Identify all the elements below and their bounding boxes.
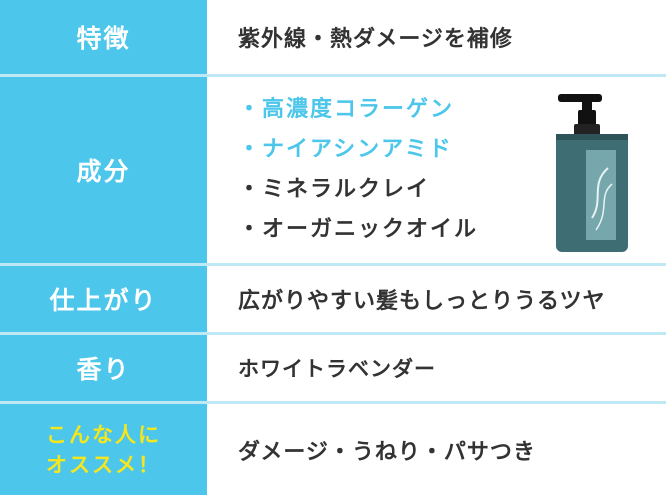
row-value-finish: 広がりやすい髪もしっとりうるツヤ xyxy=(210,266,666,332)
table-row: 特徴 紫外線・熱ダメージを補修 xyxy=(0,0,666,74)
table-row: こんな人に オススメ！ ダメージ・うねり・パサつき xyxy=(0,404,666,495)
row-header-scent: 香り xyxy=(0,335,210,401)
row-header-recommended-for: こんな人に オススメ！ xyxy=(0,404,210,495)
pump-bottle-icon xyxy=(556,94,628,252)
row-divider xyxy=(0,74,666,77)
row-divider xyxy=(0,401,666,404)
row-header-features: 特徴 xyxy=(0,0,210,74)
row-value-recommended-for: ダメージ・うねり・パサつき xyxy=(210,404,666,495)
row-header-finish: 仕上がり xyxy=(0,266,210,332)
table-row: 香り ホワイトラベンダー xyxy=(0,335,666,401)
row-value-features: 紫外線・熱ダメージを補修 xyxy=(210,0,666,74)
row-value-scent: ホワイトラベンダー xyxy=(210,335,666,401)
ingredient-item: ・オーガニックオイル xyxy=(238,217,479,242)
row-divider xyxy=(0,263,666,266)
recommend-line: オススメ！ xyxy=(46,452,161,477)
table-row: 仕上がり 広がりやすい髪もしっとりうるツヤ xyxy=(0,266,666,332)
ingredient-list: ・高濃度コラーゲン ・ナイアシンアミド ・ミネラルクレイ ・オーガニックオイル xyxy=(238,90,478,250)
row-header-ingredients: 成分 xyxy=(0,77,210,263)
row-divider xyxy=(0,332,666,335)
ingredient-item: ・ナイアシンアミド xyxy=(238,137,453,162)
ingredient-item: ・ミネラルクレイ xyxy=(238,177,431,202)
ingredient-item: ・高濃度コラーゲン xyxy=(238,97,455,122)
recommend-line: こんな人に xyxy=(46,422,161,447)
